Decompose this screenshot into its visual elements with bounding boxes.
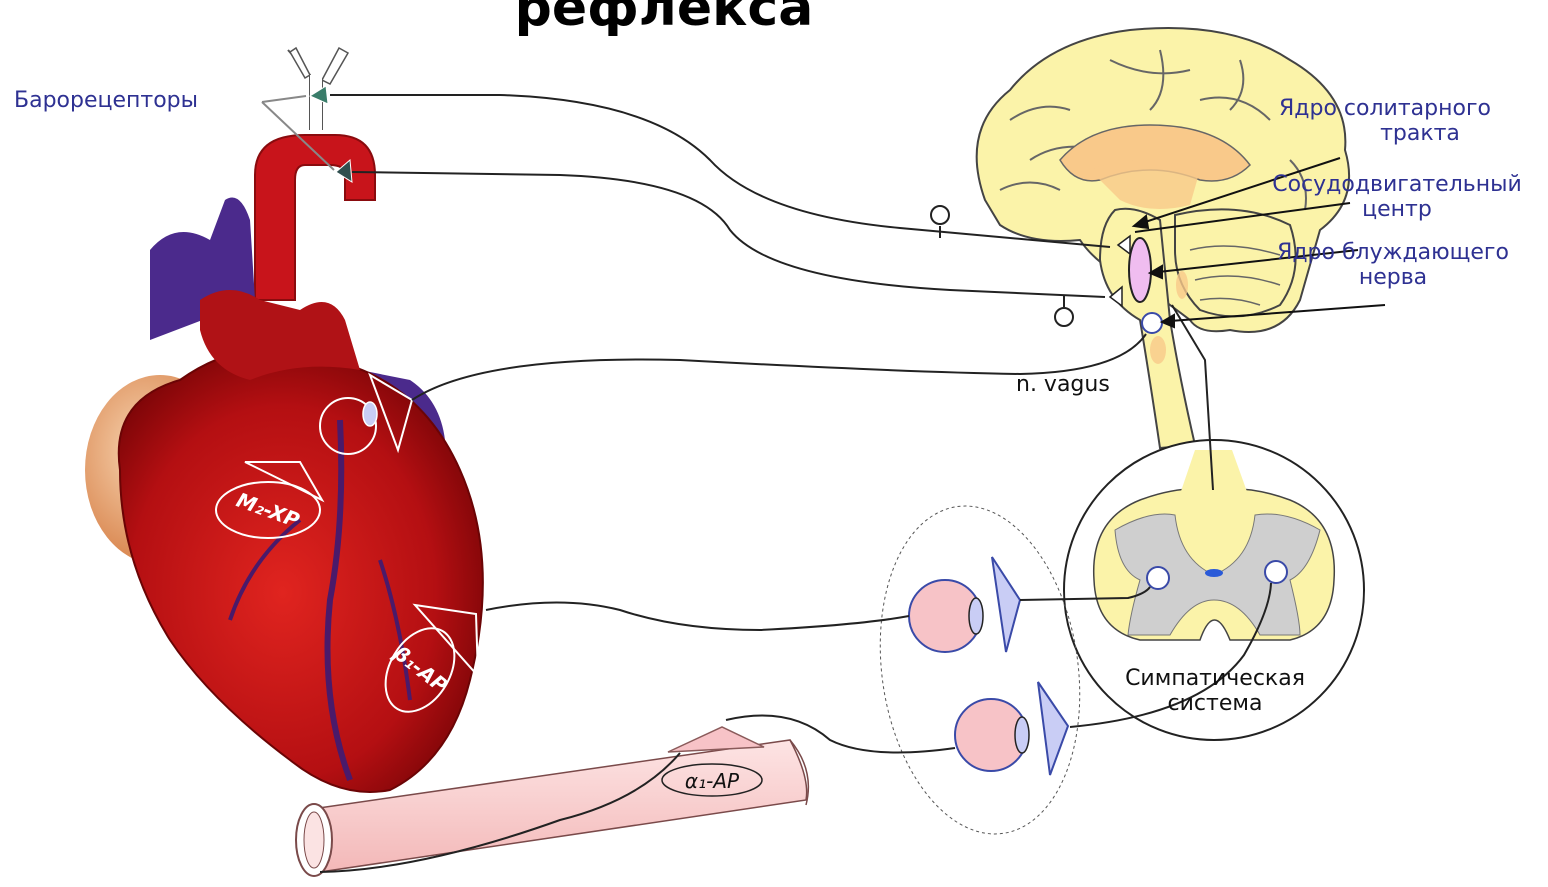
vasomotor-neuron-icon: [1142, 313, 1162, 333]
alpha1-receptor-label: α₁-AP: [685, 769, 740, 793]
baroreceptors-label: Барорецепторы: [14, 88, 198, 113]
page-title: рефлекса: [0, 0, 1548, 38]
solitary-nucleus-label: Ядро солитарного тракта: [1255, 96, 1515, 146]
sympathetic-neuron-right-icon: [1265, 561, 1287, 583]
m2-nerve-ending-icon: [363, 402, 377, 426]
vasomotor-center-label: Сосудодвигательный центр: [1252, 172, 1542, 222]
vasomotor-center-line1: Сосудодвигательный: [1252, 172, 1542, 197]
sympathetic-line2: система: [1100, 691, 1330, 716]
ganglion-cell-lower: [955, 682, 1068, 775]
vagus-nucleus-line1: Ядро блуждающего: [1258, 240, 1528, 265]
ganglion-cell-upper: [909, 557, 1020, 652]
solitary-nucleus-line1: Ядро солитарного: [1255, 96, 1515, 121]
aortic-arch: [255, 135, 375, 300]
solitary-nucleus-line2: тракта: [1325, 121, 1515, 146]
sympathetic-line1: Симпатическая: [1100, 666, 1330, 691]
afferent-ganglion-cell-2: [1055, 296, 1073, 326]
vagus-nucleus-line2: нерва: [1258, 265, 1528, 290]
alpha1-terminal-icon: [668, 727, 764, 752]
sympathetic-ganglion-boundary: [860, 493, 1100, 847]
vasomotor-center-line2: центр: [1252, 197, 1542, 222]
vagus-nucleus-icon: [1129, 238, 1151, 302]
vagus-nucleus-label: Ядро блуждающего нерва: [1258, 240, 1528, 290]
sympathetic-neuron-left-icon: [1147, 567, 1169, 589]
afferent-ganglion-cell-1: [931, 206, 949, 238]
vagus-nerve-label: n. vagus: [1016, 372, 1110, 397]
baroreceptor-pointer-1: [262, 96, 306, 102]
sympathetic-system-label: Симпатическая система: [1100, 666, 1330, 716]
